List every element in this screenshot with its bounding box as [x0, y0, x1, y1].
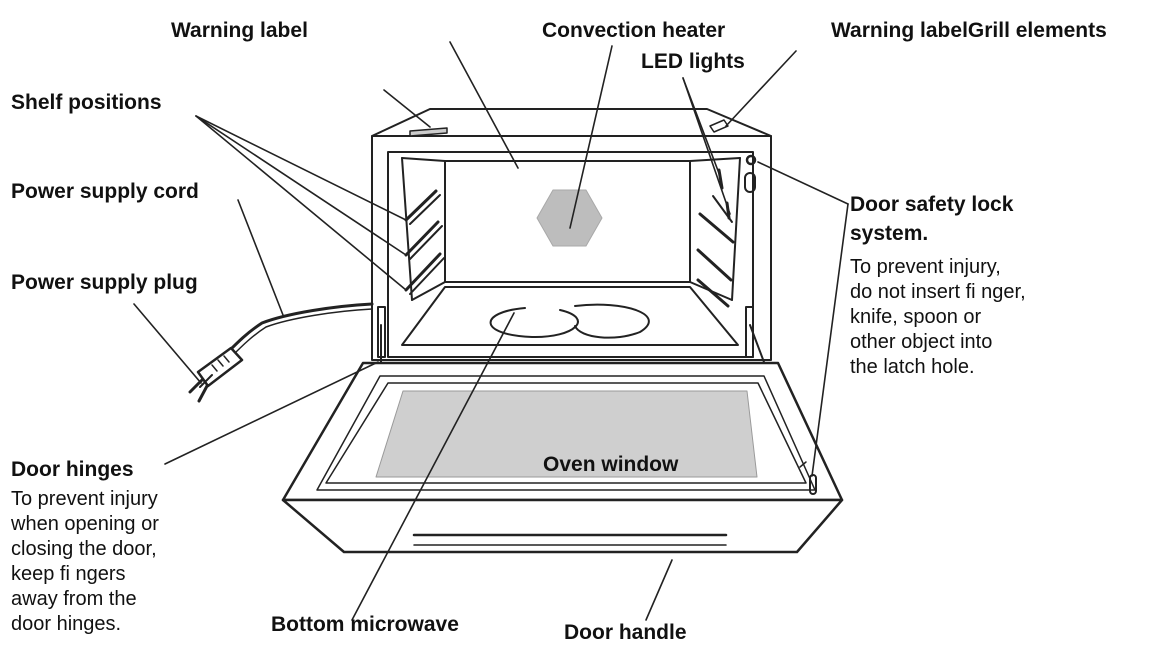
note-line: closing the door, — [11, 538, 157, 560]
leader-led-2 — [682, 77, 731, 215]
door-handle — [281, 498, 844, 554]
door-lock-hole — [745, 154, 757, 166]
note-line: keep fi ngers — [11, 563, 126, 585]
leader-door-handle — [645, 559, 673, 621]
shelf-runner-left-1b — [409, 194, 441, 225]
warning-label-plate-left — [409, 127, 448, 137]
shelf-runner-right-3 — [696, 278, 730, 308]
label-shelf-positions: Shelf positions — [11, 91, 162, 114]
leader-door-lock-2 — [811, 203, 849, 477]
power-plug-ridges — [211, 355, 230, 372]
leader-power-plug — [133, 303, 202, 384]
leader-warning-label — [383, 89, 431, 128]
label-bottom-microwave: Bottom microwave — [271, 613, 459, 636]
note-line: To prevent injury — [11, 488, 158, 510]
label-door-hinges: Door hinges — [11, 458, 134, 481]
note-line: do not insert fi nger, — [850, 281, 1026, 303]
oven-window — [375, 390, 758, 478]
cavity-left-wall — [401, 157, 413, 301]
label-door-handle: Door handle — [564, 621, 687, 644]
leader-shelf-2 — [195, 115, 407, 256]
label-convection-heater: Convection heater — [542, 19, 726, 42]
note-door-hinges: To prevent injury when opening or closin… — [11, 487, 159, 637]
door-lock-latch — [744, 172, 756, 193]
warning-label-plate-right — [709, 119, 729, 133]
leader-shelf-3 — [195, 115, 407, 291]
power-plug-body — [196, 346, 244, 388]
oven-body — [371, 135, 772, 361]
shelf-runner-left-3b — [409, 257, 445, 295]
cavity-floor — [401, 286, 739, 346]
leader-back-wall — [449, 41, 519, 169]
note-door-safety-lock: To prevent injury, do not insert fi nger… — [850, 255, 1026, 380]
label-door-safety-lock-system: system. — [850, 222, 929, 245]
label-door-safety-lock: Door safety lock — [850, 193, 1014, 216]
leader-power-cord — [237, 199, 284, 316]
shelf-runner-left-1 — [404, 189, 438, 222]
leader-door-hinges — [164, 361, 379, 465]
label-power-supply-plug: Power supply plug — [11, 271, 198, 294]
leader-grill — [725, 50, 797, 127]
microwave-coil-left — [489, 307, 579, 339]
label-oven-window: Oven window — [543, 453, 679, 476]
oven-cavity-frame — [387, 151, 754, 358]
cavity-back-wall — [444, 160, 691, 283]
convection-heater — [536, 189, 603, 247]
cavity-right-wall — [731, 157, 741, 301]
door-latch-pin — [809, 474, 817, 495]
note-line: To prevent injury, — [850, 256, 1001, 278]
note-line: knife, spoon or — [850, 306, 982, 328]
leader-shelf-1 — [195, 115, 407, 221]
power-plug-prong-3 — [199, 374, 213, 388]
cavity-edge-tr — [689, 157, 741, 162]
shelf-runner-left-2b — [409, 225, 443, 260]
leader-door-lock — [757, 161, 849, 205]
shelf-runner-right-2 — [696, 248, 733, 282]
note-line: the latch hole. — [850, 356, 975, 378]
door-latch-mark — [799, 461, 807, 468]
cavity-edge-tl — [401, 157, 446, 162]
oven-door-gasket — [325, 382, 807, 484]
label-led-lights: LED lights — [641, 50, 745, 73]
shelf-runner-right-1 — [698, 212, 735, 244]
power-plug-prong-2 — [197, 384, 209, 403]
note-line: when opening or — [11, 513, 159, 535]
label-warning-label-grill-elements: Warning labelGrill elements — [831, 19, 1107, 42]
note-line: away from the — [11, 588, 137, 610]
leader-microwave — [351, 312, 515, 621]
shelf-runner-left-3 — [404, 252, 442, 292]
note-line: door hinges. — [11, 613, 122, 635]
cavity-edge-bl — [411, 281, 446, 301]
label-power-supply-cord: Power supply cord — [11, 180, 199, 203]
leader-convection-heater — [569, 45, 613, 229]
microwave-coil-right — [574, 303, 650, 339]
note-line: other object into — [850, 331, 993, 353]
label-warning-label: Warning label — [171, 19, 308, 42]
power-cord — [226, 302, 374, 354]
power-cord-2 — [231, 308, 373, 357]
shelf-runner-left-2 — [404, 220, 440, 257]
